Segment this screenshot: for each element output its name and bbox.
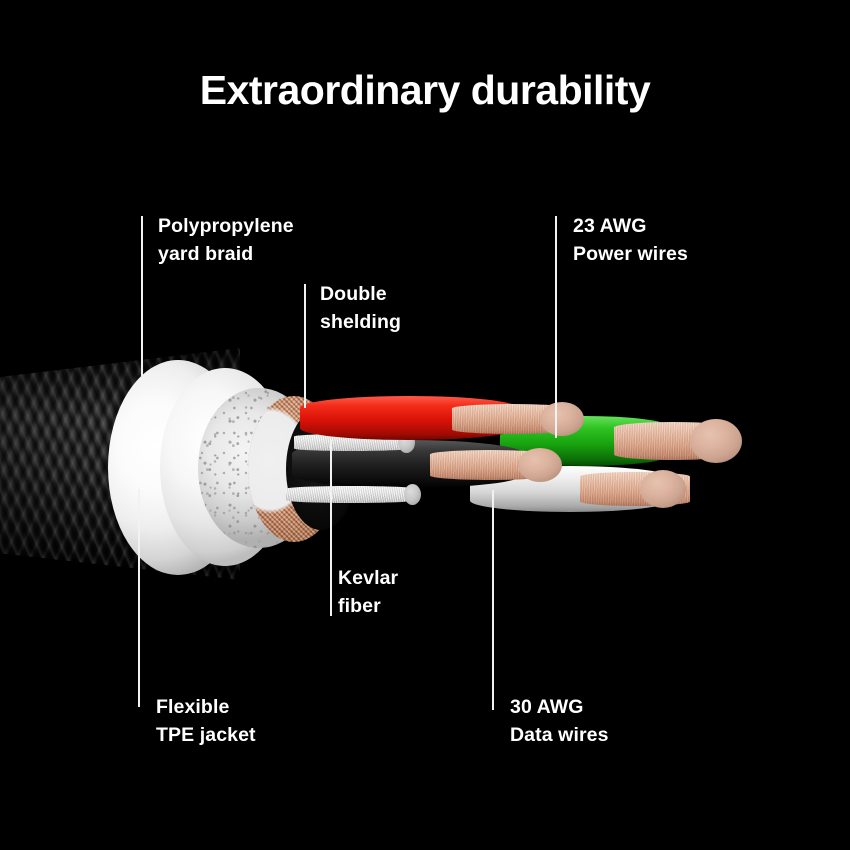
kevlar-fiber-strand [286, 486, 416, 503]
data-wire-white-conductor-end [640, 470, 686, 508]
leader-line-tpe-jacket [138, 489, 140, 707]
power-wire-red-conductor-end [540, 402, 584, 436]
cable-cutaway-illustration [0, 330, 850, 600]
page-title: Extraordinary durability [199, 67, 651, 113]
leader-line-power-wires [555, 216, 557, 438]
data-wire-black-conductor-end [518, 448, 562, 482]
callout-power-wires: 23 AWG Power wires [573, 215, 688, 265]
callout-double-shelding: Double shelding [320, 283, 401, 333]
callout-data-wires: 30 AWG Data wires [510, 696, 609, 746]
leader-line-kevlar-fiber [330, 440, 332, 616]
callout-tpe-jacket: Flexible TPE jacket [156, 696, 256, 746]
power-wire-green-conductor-end [690, 419, 742, 463]
leader-line-data-wires [492, 490, 494, 710]
leader-line-double-shelding [304, 284, 306, 408]
callout-kevlar-fiber: Kevlar fiber [338, 567, 399, 617]
callout-polypropylene-yard-braid: Polypropylene yard braid [158, 215, 294, 265]
leader-line-polypropylene-yard-braid [141, 216, 143, 376]
kevlar-fiber-strand-end [404, 484, 421, 505]
